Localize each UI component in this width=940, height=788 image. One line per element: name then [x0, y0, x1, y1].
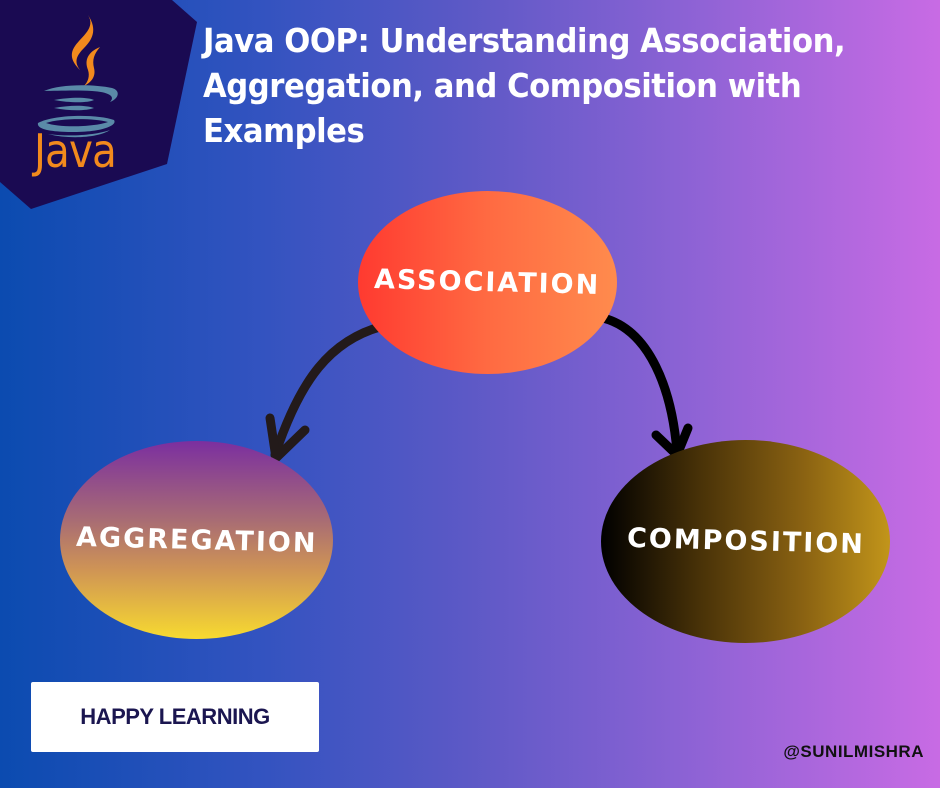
- node-composition: COMPOSITION: [601, 440, 890, 643]
- page-title: Java OOP: Understanding Association, Agg…: [203, 18, 873, 153]
- title-line: Examples: [203, 111, 365, 150]
- node-aggregation: AGGREGATION: [60, 441, 333, 639]
- node-label: ASSOCIATION: [374, 264, 601, 301]
- badge-label: HAPPY LEARNING: [80, 704, 270, 729]
- java-coffee-cup-icon: [37, 15, 118, 138]
- curved-arrow-icon: [270, 321, 388, 460]
- title-line: Aggregation, and Composition with: [203, 66, 802, 105]
- node-label: COMPOSITION: [626, 522, 865, 561]
- logo-panel-shape: [0, 0, 197, 209]
- happy-learning-badge: HAPPY LEARNING: [31, 682, 319, 752]
- curved-arrow-icon: [598, 313, 682, 457]
- author-handle: @SUNILMISHRA: [783, 742, 924, 761]
- node-association: ASSOCIATION: [358, 191, 617, 374]
- node-label: AGGREGATION: [75, 521, 318, 559]
- java-logo-text: Java: [34, 124, 117, 178]
- title-line: Java OOP: Understanding Association,: [203, 21, 846, 60]
